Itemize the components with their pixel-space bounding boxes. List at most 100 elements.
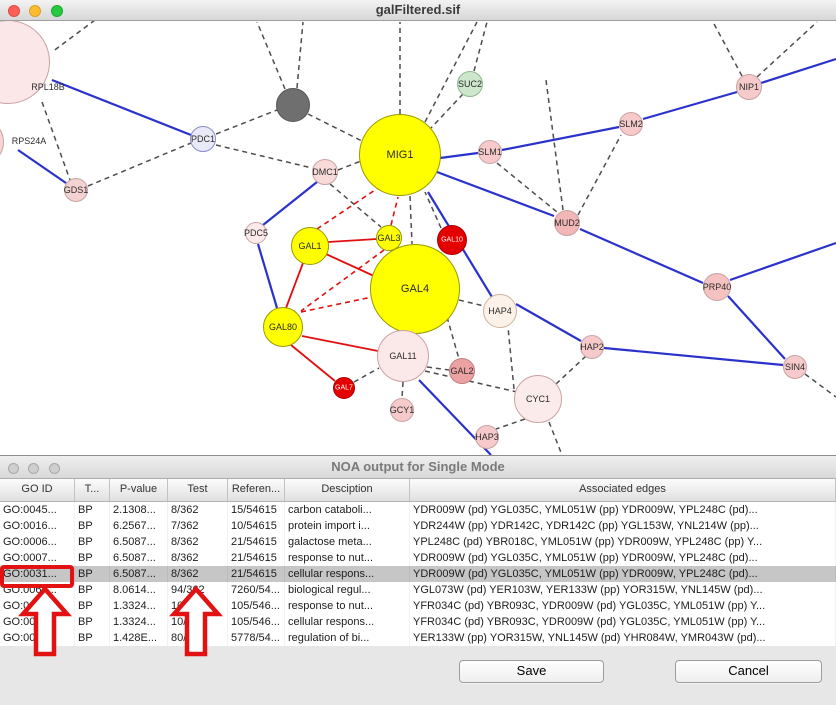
network-edge[interactable] bbox=[713, 22, 742, 76]
network-edge[interactable] bbox=[52, 80, 191, 135]
node-MUD2[interactable] bbox=[554, 210, 580, 236]
node-HAP3[interactable] bbox=[475, 425, 499, 449]
node-MIG1[interactable] bbox=[359, 114, 441, 196]
network-edge[interactable] bbox=[338, 161, 361, 170]
network-canvas[interactable]: RPL18BRPS24AGDS1PDC1MIG1SUC2SLM1SLM2NIP1… bbox=[0, 0, 836, 455]
network-edge[interactable] bbox=[258, 244, 277, 308]
table-row[interactable]: GO:0050...BP1.428E...80/3625778/54...reg… bbox=[0, 630, 836, 646]
network-edge[interactable] bbox=[496, 419, 525, 429]
column-header-test[interactable]: Test bbox=[168, 478, 228, 501]
node-SUC2[interactable] bbox=[457, 71, 483, 97]
network-edge[interactable] bbox=[474, 22, 487, 71]
minimize-button[interactable] bbox=[29, 5, 41, 17]
network-edge[interactable] bbox=[291, 345, 335, 381]
table-cell: 105/546... bbox=[228, 614, 285, 630]
network-edge[interactable] bbox=[580, 229, 703, 283]
table-row[interactable]: GO:0045...BP2.1308...8/36215/54615carbon… bbox=[0, 502, 836, 518]
network-edge[interactable] bbox=[431, 94, 463, 128]
network-edge[interactable] bbox=[556, 356, 586, 384]
network-edge[interactable] bbox=[18, 150, 66, 183]
column-header-desciption[interactable]: Desciption bbox=[285, 478, 410, 501]
node-GCY1[interactable] bbox=[390, 398, 414, 422]
node-HAP2[interactable] bbox=[580, 335, 604, 359]
network-edge[interactable] bbox=[88, 143, 191, 186]
network-edge[interactable] bbox=[302, 336, 378, 351]
network-edge[interactable] bbox=[354, 368, 379, 382]
node-GAL7[interactable] bbox=[333, 377, 355, 399]
save-button[interactable]: Save bbox=[459, 660, 604, 683]
network-edge[interactable] bbox=[257, 22, 285, 89]
network-edge[interactable] bbox=[216, 145, 312, 168]
network-edge[interactable] bbox=[805, 374, 836, 397]
node-DMC1[interactable] bbox=[312, 159, 338, 185]
node-SLM2[interactable] bbox=[619, 112, 643, 136]
network-edge[interactable] bbox=[427, 367, 449, 370]
table-row[interactable]: GO:0031...BP1.3324...10/362105/546...cel… bbox=[0, 614, 836, 630]
zoom-button[interactable] bbox=[49, 463, 60, 474]
node-GAL1[interactable] bbox=[291, 227, 329, 265]
network-edge[interactable] bbox=[643, 92, 737, 119]
node-SIN4[interactable] bbox=[783, 355, 807, 379]
table-row[interactable]: GO:0007...BP6.5087...8/36221/54615respon… bbox=[0, 550, 836, 566]
node-SLM1[interactable] bbox=[478, 140, 502, 164]
column-header-go-id[interactable]: GO ID bbox=[0, 478, 75, 501]
network-edge[interactable] bbox=[301, 297, 372, 312]
network-edge[interactable] bbox=[546, 80, 563, 210]
network-edge[interactable] bbox=[508, 327, 514, 389]
node-CYC1[interactable] bbox=[514, 375, 562, 423]
close-button[interactable] bbox=[8, 5, 20, 17]
network-edge[interactable] bbox=[410, 196, 412, 244]
node-PRP40[interactable] bbox=[703, 273, 731, 301]
network-edge[interactable] bbox=[502, 127, 619, 150]
network-edge[interactable] bbox=[330, 184, 381, 227]
node-GAL4[interactable] bbox=[370, 244, 460, 334]
table-row[interactable]: GO:0065...BP8.0614...94/3627260/54...bio… bbox=[0, 582, 836, 598]
network-edge[interactable] bbox=[317, 186, 381, 229]
network-edge[interactable] bbox=[326, 254, 374, 276]
node-GAL10[interactable] bbox=[437, 225, 467, 255]
node-PDC1[interactable] bbox=[190, 126, 216, 152]
network-edge[interactable] bbox=[391, 197, 398, 225]
column-header-t-[interactable]: T... bbox=[75, 478, 110, 501]
network-edge[interactable] bbox=[328, 239, 377, 242]
network-edge[interactable] bbox=[402, 382, 403, 398]
network-edge[interactable] bbox=[604, 348, 783, 365]
network-edge[interactable] bbox=[297, 22, 303, 88]
network-edge[interactable] bbox=[578, 135, 621, 215]
table-row[interactable]: GO:0006...BP6.5087...8/36221/54615galact… bbox=[0, 534, 836, 550]
node-GAL11[interactable] bbox=[377, 330, 429, 382]
node-HAP4[interactable] bbox=[483, 294, 517, 328]
network-edge[interactable] bbox=[216, 110, 277, 134]
column-header-associated-edges[interactable]: Associated edges bbox=[410, 478, 836, 501]
column-header-p-value[interactable]: P-value bbox=[110, 478, 168, 501]
table-row[interactable]: GO:0016...BP6.2567...7/36210/54615protei… bbox=[0, 518, 836, 534]
node-GDS1[interactable] bbox=[64, 178, 88, 202]
network-edge[interactable] bbox=[440, 153, 478, 158]
node-GAL2[interactable] bbox=[449, 358, 475, 384]
node-GAL80[interactable] bbox=[263, 307, 303, 347]
network-edge[interactable] bbox=[308, 114, 362, 141]
network-edge[interactable] bbox=[263, 182, 317, 225]
table-cell: YDR009W (pd) YGL035C, YML051W (pp) YDR00… bbox=[410, 566, 836, 582]
minimize-button[interactable] bbox=[28, 463, 39, 474]
network-edge[interactable] bbox=[459, 300, 484, 306]
network-edge[interactable] bbox=[52, 20, 95, 52]
network-edge[interactable] bbox=[730, 243, 836, 280]
table-row[interactable]: GO:0006...BP1.3324...10/362105/546...res… bbox=[0, 598, 836, 614]
network-edge[interactable] bbox=[516, 304, 581, 341]
node-PDC5[interactable] bbox=[245, 222, 267, 244]
node-unnamed[interactable] bbox=[276, 88, 310, 122]
zoom-button[interactable] bbox=[51, 5, 63, 17]
node-NIP1[interactable] bbox=[736, 74, 762, 100]
network-edge[interactable] bbox=[447, 317, 459, 359]
network-edge[interactable] bbox=[497, 163, 557, 212]
column-header-referen-[interactable]: Referen... bbox=[228, 478, 285, 501]
cancel-button[interactable]: Cancel bbox=[675, 660, 822, 683]
results-table-header: GO IDT...P-valueTestReferen...Desciption… bbox=[0, 478, 836, 502]
network-edge[interactable] bbox=[549, 422, 562, 455]
network-edge[interactable] bbox=[437, 172, 554, 216]
network-edge[interactable] bbox=[728, 296, 785, 359]
network-edge[interactable] bbox=[286, 263, 303, 308]
table-row[interactable]: GO:0031...BP6.5087...8/36221/54615cellul… bbox=[0, 566, 836, 582]
close-button[interactable] bbox=[8, 463, 19, 474]
